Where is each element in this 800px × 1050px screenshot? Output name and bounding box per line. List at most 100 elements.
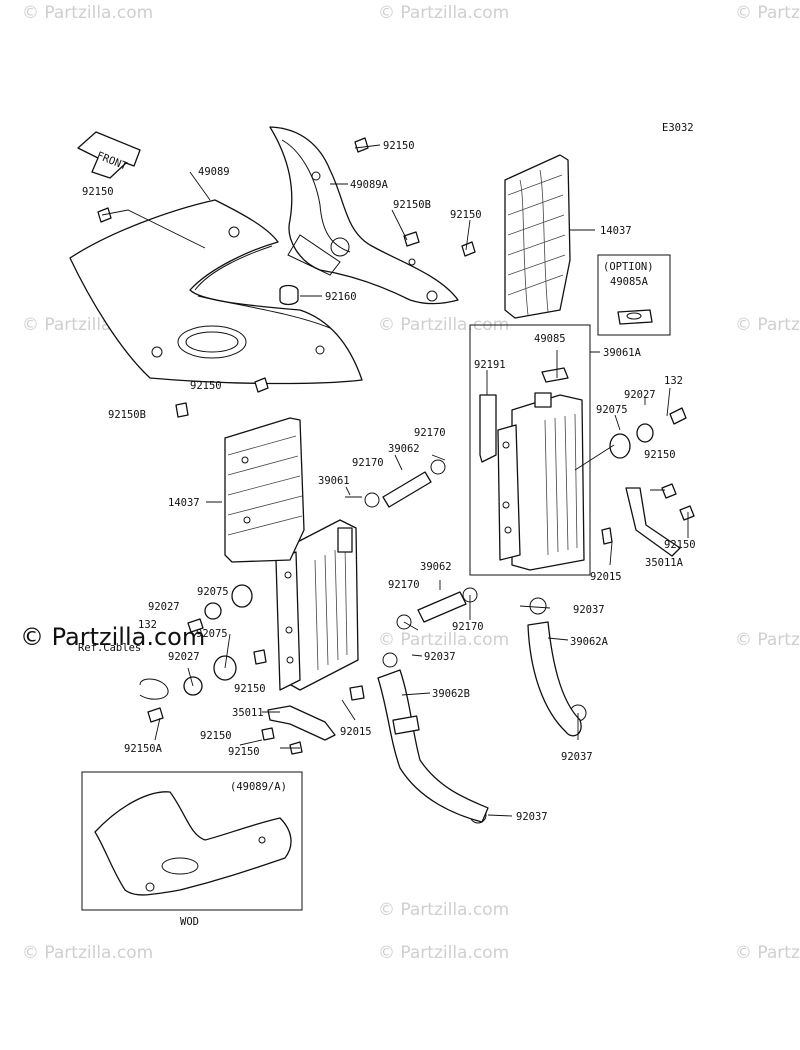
part-label: 92150 xyxy=(383,140,415,152)
bolt xyxy=(679,505,695,521)
hose-clamp xyxy=(382,652,398,668)
part-label: 92037 xyxy=(516,811,548,823)
cable-clip xyxy=(139,678,169,700)
radiator-hose xyxy=(417,591,467,623)
option-title: (OPTION) xyxy=(603,261,654,273)
grommet xyxy=(609,433,631,459)
bolt xyxy=(187,618,204,633)
part-label: 39062 xyxy=(420,561,452,573)
part-label: 92037 xyxy=(561,751,593,763)
watermark: © Partzilla.com xyxy=(735,3,800,23)
part-label: 92075 xyxy=(197,586,229,598)
hose-clamp xyxy=(529,597,547,615)
option-frame xyxy=(597,254,671,336)
radiator-bracket-left xyxy=(267,705,336,741)
bolt xyxy=(461,241,476,257)
collar xyxy=(204,602,222,620)
part-label: 92170 xyxy=(352,457,384,469)
part-label: 92150 xyxy=(664,539,696,551)
inset-box: (49089/A) WOD xyxy=(81,771,303,928)
radiator-hose xyxy=(382,471,432,508)
part-label: 92027 xyxy=(168,651,200,663)
watermark: © Partzilla.com xyxy=(22,943,153,963)
radiator-grille-lower xyxy=(224,417,305,563)
bolt xyxy=(254,377,269,393)
radiator-left xyxy=(275,519,359,691)
part-label: 39061A xyxy=(603,347,642,359)
front-arrow-icon: FRONT xyxy=(77,131,141,179)
part-label: 92037 xyxy=(573,604,605,616)
part-label: 92150 xyxy=(234,683,266,695)
part-label: 92150 xyxy=(450,209,482,221)
radiator-bracket-right xyxy=(625,487,681,557)
hose-clamp xyxy=(430,459,446,475)
watermark: © Partzilla.com xyxy=(735,943,800,963)
part-label: 39061 xyxy=(318,475,350,487)
part-label: 132 xyxy=(138,619,157,631)
part-label: 39062B xyxy=(432,688,470,700)
part-labels: 92150 49089 92150 49089A 92150B 92150 14… xyxy=(82,140,696,823)
radiator-cap xyxy=(541,367,569,383)
bolt xyxy=(175,402,189,418)
part-label: 92037 xyxy=(424,651,456,663)
watermark: © Partzilla.com xyxy=(735,315,800,335)
part-label: 14037 xyxy=(168,497,200,509)
bolt xyxy=(354,137,369,153)
part-label: 49089A xyxy=(350,179,389,191)
part-label: 92170 xyxy=(414,427,446,439)
radiator-shroud-right xyxy=(269,126,459,305)
option-box: (OPTION) 49085A xyxy=(597,254,671,336)
part-label: 92027 xyxy=(148,601,180,613)
part-label: 132 xyxy=(664,375,683,387)
part-label: 92191 xyxy=(474,359,506,371)
part-label: 49085 xyxy=(534,333,566,345)
inset-caption: WOD xyxy=(180,916,199,928)
clip-nut xyxy=(349,685,365,701)
part-label: 92150A xyxy=(124,743,163,755)
watermark-main: © Partzilla.com xyxy=(20,623,205,651)
watermark-layer: © Partzilla.com © Partzilla.com © Partzi… xyxy=(20,3,800,963)
part-label: 92160 xyxy=(325,291,357,303)
part-label: 92170 xyxy=(452,621,484,633)
part-label: 92075 xyxy=(596,404,628,416)
part-label: 92015 xyxy=(590,571,622,583)
part-label: 39062 xyxy=(388,443,420,455)
part-label: 92150 xyxy=(644,449,676,461)
part-label: 92150 xyxy=(200,730,232,742)
grommet-cap xyxy=(279,284,299,306)
part-label: 14037 xyxy=(600,225,632,237)
part-label: 92075 xyxy=(196,628,228,640)
bolt xyxy=(253,649,267,665)
part-label: 92150 xyxy=(190,380,222,392)
bolt xyxy=(261,727,275,741)
part-label: 92150 xyxy=(228,746,260,758)
part-label: 92150B xyxy=(108,409,146,421)
part-label: 92150 xyxy=(82,186,114,198)
bolt xyxy=(403,231,420,247)
part-label: 92150B xyxy=(393,199,431,211)
part-label: 35011A xyxy=(645,557,684,569)
bolt xyxy=(661,483,677,499)
bolt xyxy=(669,407,687,425)
leader-lines xyxy=(101,144,689,817)
part-label: 39062A xyxy=(570,636,609,648)
watermark: © Partzilla.com xyxy=(378,3,509,23)
bolt xyxy=(97,207,112,223)
radiator-grille-upper xyxy=(504,154,571,319)
part-label: 92170 xyxy=(388,579,420,591)
watermark: © Partzilla.com xyxy=(378,943,509,963)
radiator-right xyxy=(469,324,591,576)
clip-nut xyxy=(601,527,613,545)
inset-title: (49089/A) xyxy=(230,781,287,793)
option-part: 49085A xyxy=(610,276,649,288)
radiator-frame xyxy=(469,324,591,576)
ref-cables-label: Ref.Cables xyxy=(78,642,141,654)
grommet xyxy=(231,584,253,608)
watermark: © Partzilla.com xyxy=(378,315,509,335)
watermark: © Partzilla.com xyxy=(378,900,509,920)
part-label: 35011 xyxy=(232,707,264,719)
part-label: 49089 xyxy=(198,166,230,178)
watermark: © Partzilla.com xyxy=(735,630,800,650)
